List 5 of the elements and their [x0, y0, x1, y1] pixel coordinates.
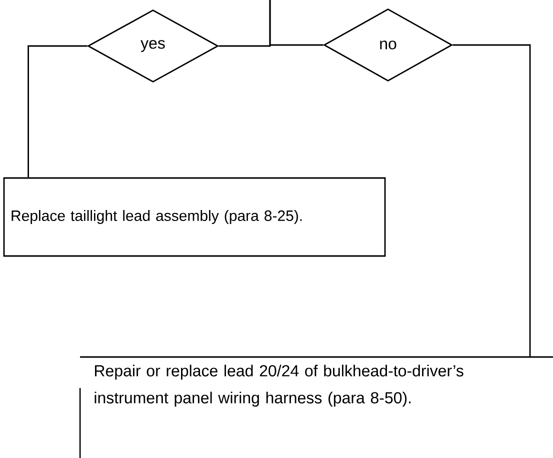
connector-line [269, 0, 324, 46]
action-box: Replace taillight lead assembly (para 8-25). [3, 177, 386, 257]
action-box: Repair or replace lead 20/24 of bulkhead-to-driver’s instrument panel wiring harness (para 8-50). [79, 356, 553, 458]
connector-line [28, 45, 88, 178]
connector-line [452, 44, 531, 357]
